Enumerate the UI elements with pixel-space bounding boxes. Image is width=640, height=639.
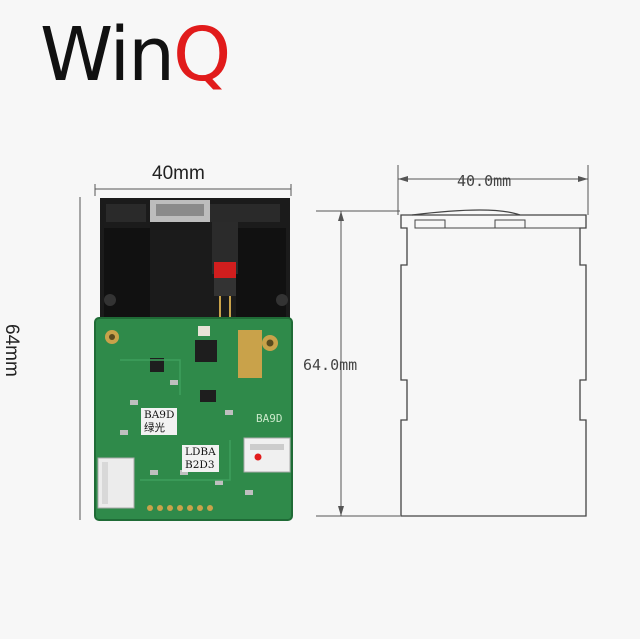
- pcb-sticker-2: LDBA B2D3: [182, 445, 219, 473]
- drawing-width-label: 40.0mm: [457, 172, 512, 190]
- pcb-board: [94, 317, 293, 521]
- technical-drawing: [316, 165, 589, 517]
- pcb-sticker-2-line2: B2D3: [185, 458, 215, 471]
- sensor-housing: [100, 198, 290, 325]
- laser-diode: [212, 222, 238, 332]
- pcb-silkscreen: BA9D: [256, 412, 283, 425]
- brand-logo: WinQ: [40, 18, 231, 92]
- pcb-sticker-1: BA9D 绿光: [141, 408, 178, 436]
- pcb-sticker-2-line1: LDBA: [185, 446, 216, 458]
- drawing-height-label: 64.0mm: [303, 356, 358, 374]
- pcb-sticker-1-line1: BA9D: [144, 409, 175, 421]
- photo-height-label: 64mm: [1, 324, 22, 377]
- photo-width-label: 40mm: [152, 163, 205, 184]
- brand-logo-accent: Q: [173, 12, 231, 98]
- brand-logo-main: Win: [40, 12, 175, 98]
- pcb-sticker-1-line2: 绿光: [144, 421, 165, 434]
